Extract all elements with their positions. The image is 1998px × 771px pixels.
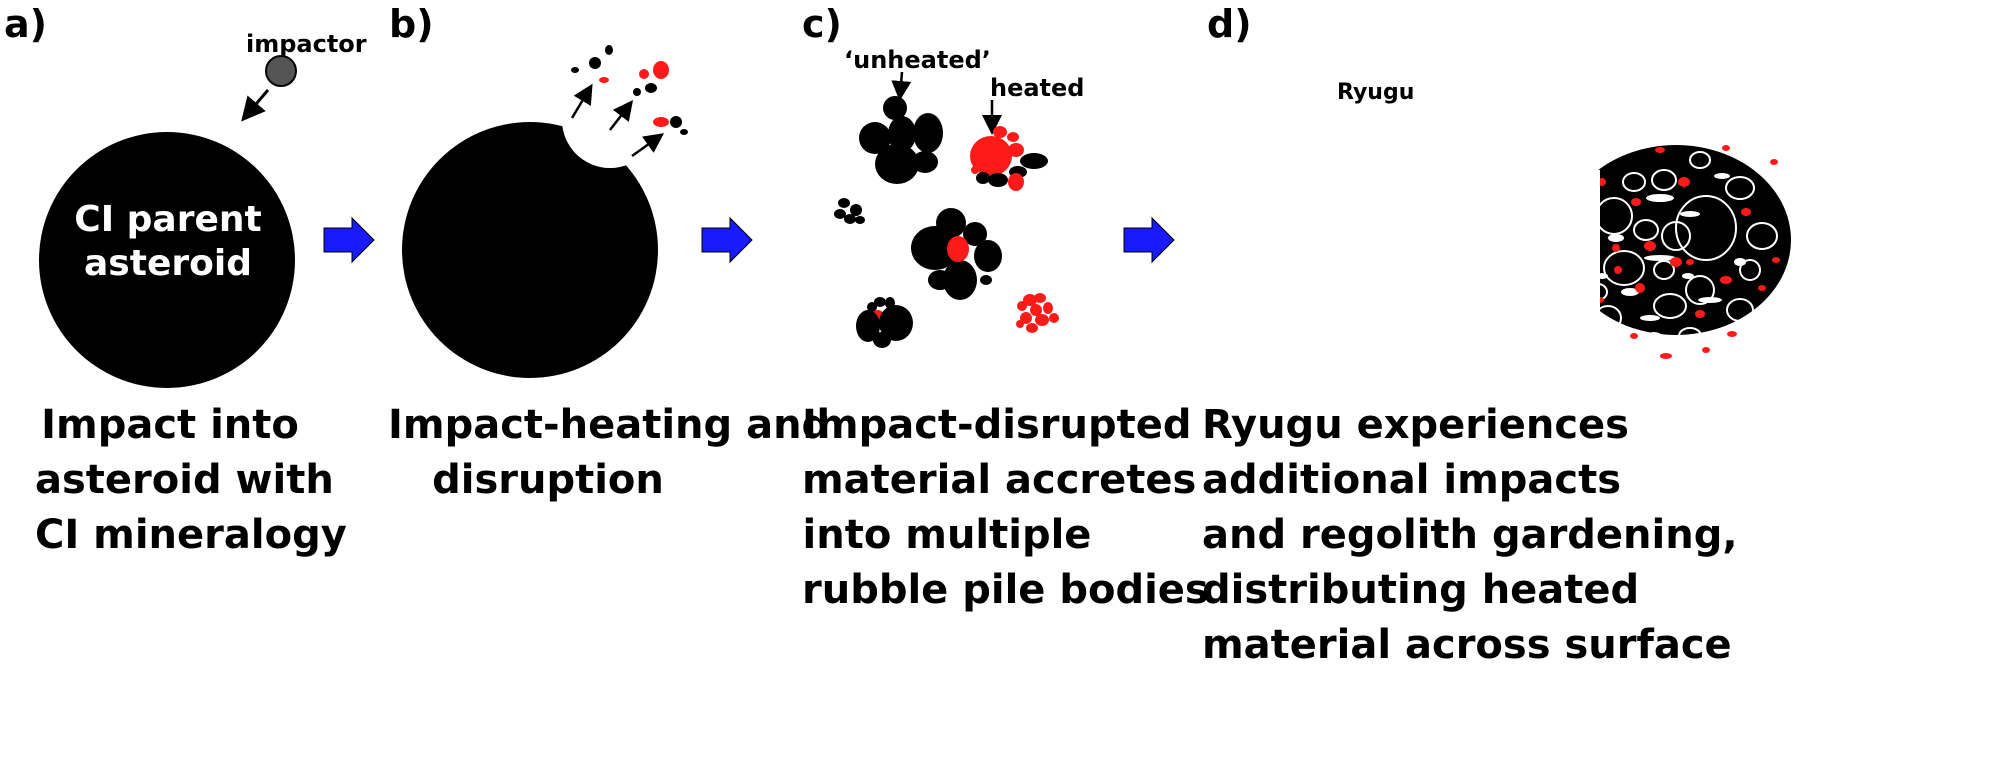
ejecta-arrow-1 [570, 83, 593, 119]
ryugu-pile [1561, 145, 1791, 335]
ejecta-arrow-2 [609, 100, 634, 131]
rubble-pile-lower-left [856, 297, 913, 348]
impactor-arrow [241, 89, 270, 122]
impactor-body [265, 55, 297, 87]
panel-label-a: a) [4, 2, 48, 46]
ryugu-white-gaps [1596, 173, 1746, 321]
unheated-label: ‘unheated’ [844, 46, 991, 74]
rubble-pile-unheated [859, 96, 943, 184]
ejecta-fragments [571, 45, 688, 135]
heated-label: heated [990, 74, 1085, 102]
impactor-label: impactor [246, 30, 367, 58]
rubble-pile-heated [970, 126, 1048, 191]
rubble-pile-small [834, 198, 865, 224]
panel-label-d: d) [1207, 2, 1252, 46]
ryugu-label: Ryugu [1337, 80, 1415, 105]
disrupted-asteroid [402, 122, 658, 378]
ryugu-body [1322, 182, 1592, 397]
impact-crater [562, 72, 658, 168]
parent-asteroid-label: CI parent asteroid [74, 199, 262, 284]
panel-label-b: b) [389, 2, 434, 46]
caption-b: Impact-heating and disruption [388, 402, 831, 503]
unheated-pointer [891, 71, 912, 101]
flow-arrow-3 [1123, 216, 1175, 264]
ci-parent-asteroid [39, 132, 295, 388]
ejecta-arrow-3 [631, 133, 665, 158]
caption-c: Impact-disrupted material accretes into … [802, 402, 1209, 613]
rubble-pile-all-heated [1016, 293, 1059, 333]
panel-label-c: c) [802, 2, 842, 46]
flow-arrow-2 [701, 216, 753, 264]
caption-d: Ryugu experiences additional impacts and… [1202, 402, 1738, 668]
rubble-pile-center [911, 208, 1002, 300]
caption-a: Impact into asteroid with CI mineralogy [35, 402, 347, 558]
flow-arrow-1 [323, 216, 375, 264]
